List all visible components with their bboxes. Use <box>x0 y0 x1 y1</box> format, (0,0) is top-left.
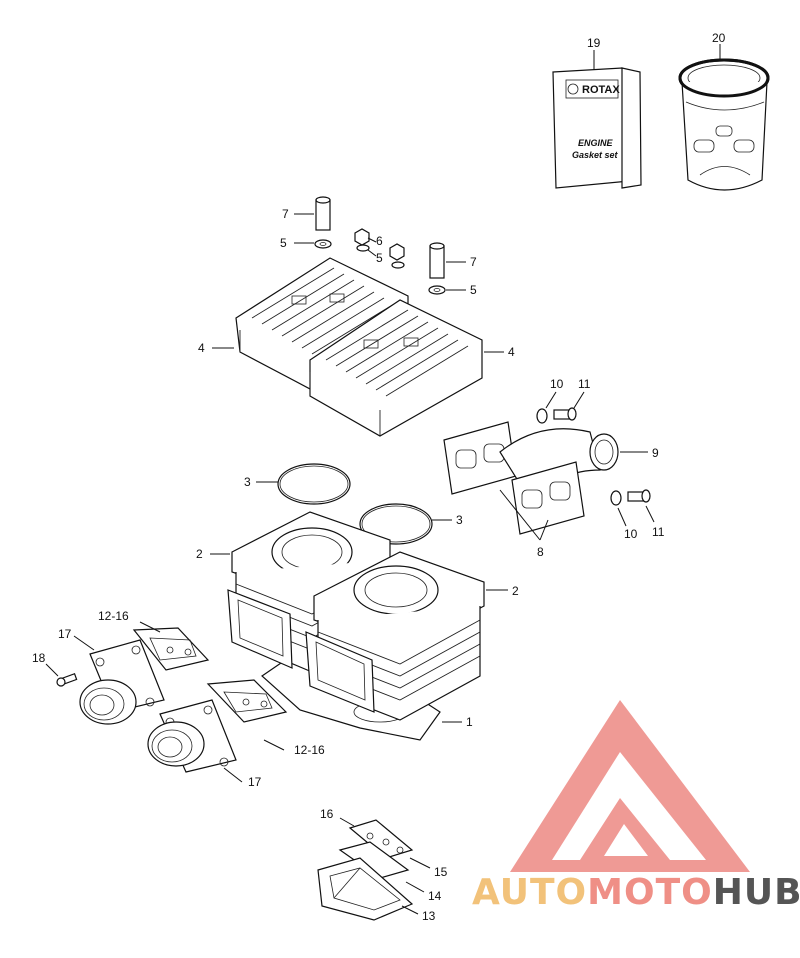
washer-bolt-bottom <box>610 489 651 506</box>
label-2a: 2 <box>196 547 203 561</box>
intake-flange-upper <box>79 639 165 725</box>
label-13: 13 <box>422 909 436 923</box>
intake-port-right <box>305 631 375 713</box>
stud-left <box>314 196 332 249</box>
label-17a: 17 <box>58 627 72 641</box>
label-10b: 10 <box>624 527 638 541</box>
label-8: 8 <box>537 545 544 559</box>
label-7a: 7 <box>282 207 289 221</box>
label-5b: 5 <box>376 251 383 265</box>
label-14: 14 <box>428 889 442 903</box>
label-12-16b: 12-16 <box>294 743 325 757</box>
reed-block <box>317 857 414 921</box>
watermark-logo-mark <box>510 700 750 872</box>
washer-bolt-top <box>536 407 577 424</box>
label-4a: 4 <box>198 341 205 355</box>
watermark-hub: HUB <box>712 872 800 913</box>
gasket-set-line1: ENGINE <box>578 138 614 148</box>
watermark-auto: AUTO <box>472 872 588 913</box>
label-7b: 7 <box>470 255 477 269</box>
label-4b: 4 <box>508 345 515 359</box>
label-16: 16 <box>320 807 334 821</box>
watermark-wordmark: AUTOMOTOHUB <box>472 872 800 913</box>
label-18: 18 <box>32 651 46 665</box>
reed-valve-upper <box>132 627 210 671</box>
label-17b: 17 <box>248 775 262 789</box>
label-6: 6 <box>376 234 383 248</box>
exhaust-manifold <box>443 421 619 535</box>
o-ring-left <box>277 463 351 505</box>
label-5a: 5 <box>280 236 287 250</box>
label-20: 20 <box>712 31 726 45</box>
label-12-16a: 12-16 <box>98 609 129 623</box>
stud-right <box>428 242 446 295</box>
gasket-set-booklet: ROTAX ENGINE Gasket set <box>552 67 642 189</box>
gasket-set-line2: Gasket set <box>572 150 619 160</box>
label-1: 1 <box>466 715 473 729</box>
label-11a: 11 <box>578 377 591 391</box>
o-ring-right <box>359 503 433 545</box>
cylinder-head-left <box>235 257 409 391</box>
label-3b: 3 <box>456 513 463 527</box>
label-11b: 11 <box>652 525 665 539</box>
label-9: 9 <box>652 446 659 460</box>
label-19: 19 <box>587 36 601 50</box>
cylinder-sleeve <box>678 58 770 191</box>
intake-port-left <box>227 589 293 669</box>
watermark-moto: MOTO <box>587 872 713 913</box>
label-10a: 10 <box>550 377 564 391</box>
screw <box>56 673 78 687</box>
intake-flange-lower <box>147 699 237 773</box>
cylinder-head-right <box>309 299 483 437</box>
label-3a: 3 <box>244 475 251 489</box>
label-2b: 2 <box>512 584 519 598</box>
reed-valve-lower <box>206 679 288 723</box>
label-15: 15 <box>434 865 448 879</box>
nuts-washers-center <box>354 228 405 269</box>
label-5c: 5 <box>470 283 477 297</box>
gasket-set-brand: ROTAX <box>582 84 620 96</box>
